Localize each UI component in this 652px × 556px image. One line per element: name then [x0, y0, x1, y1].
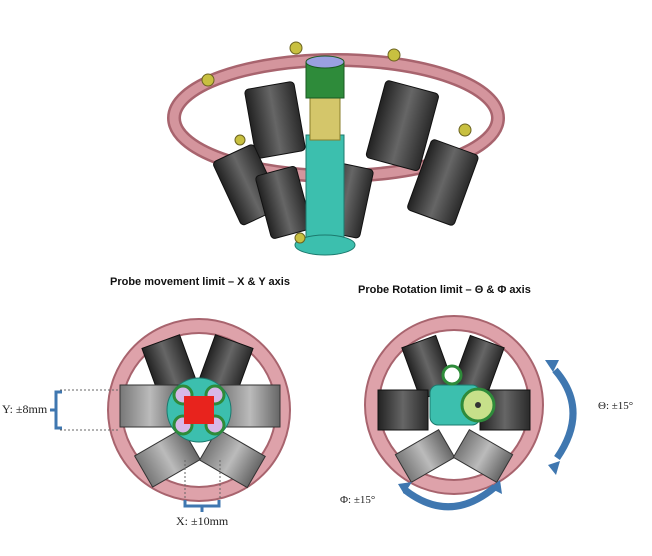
xy-limit-title: Probe movement limit – X & Y axis [110, 276, 290, 288]
probe-target-square [184, 396, 214, 424]
rotation-view [364, 315, 577, 511]
phi-limit-label: Φ: ±15° [340, 494, 376, 506]
isometric-view [167, 41, 505, 256]
x-limit-label: X: ±10mm [176, 514, 229, 528]
phi-rotation-arrow [402, 484, 498, 511]
rotation-limit-title: Probe Rotation limit – Θ & Φ axis [358, 284, 531, 296]
theta-rotation-arrow [552, 367, 577, 460]
theta-limit-label: Θ: ±15° [598, 400, 634, 412]
x-limit-bracket [183, 500, 221, 512]
motor-units [213, 80, 479, 239]
y-limit-bracket [50, 390, 62, 430]
xy-view [50, 318, 291, 512]
y-limit-label: Y: ±8mm [2, 402, 48, 416]
